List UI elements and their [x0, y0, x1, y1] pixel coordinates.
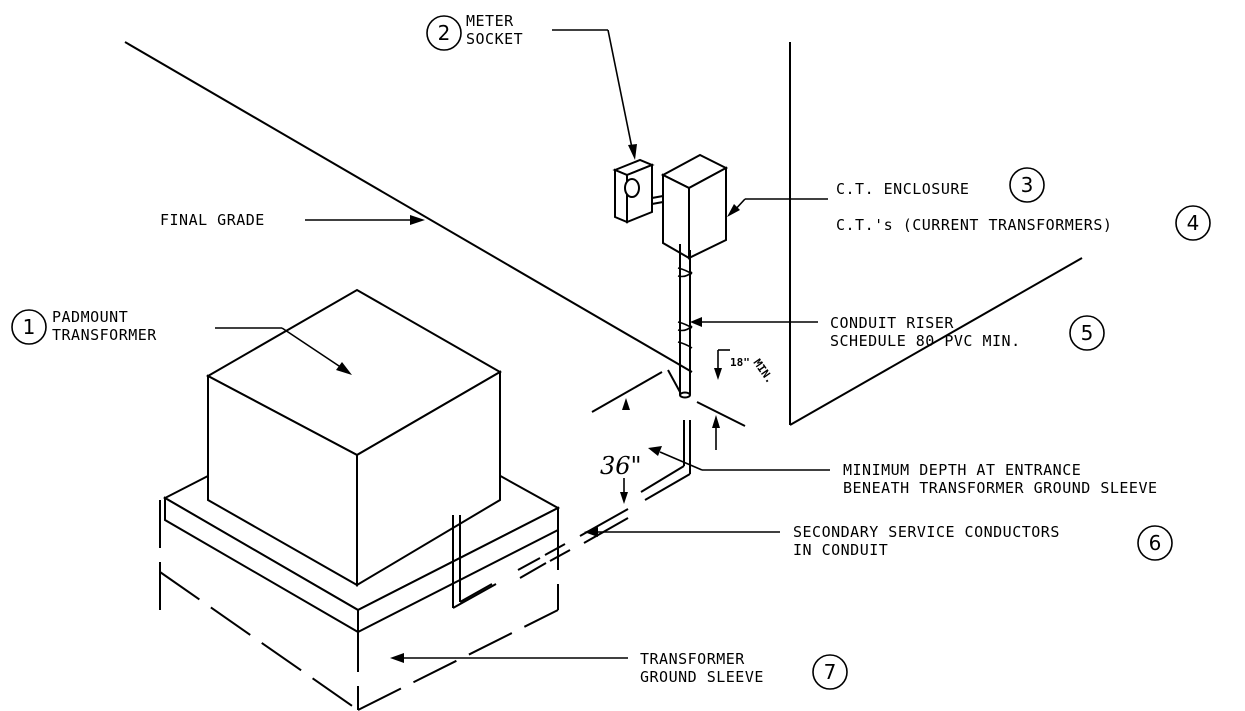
callout-3-number: 3 [1021, 173, 1034, 197]
callout-7-line-2: GROUND SLEEVE [640, 668, 764, 686]
callout-2-line-1: METER [466, 12, 514, 30]
conduit-riser [677, 244, 693, 399]
callout-7-line-1: TRANSFORMER [640, 650, 745, 668]
depth-dimension-label: 36" [600, 452, 642, 480]
callout-7: TRANSFORMER GROUND SLEEVE 7 [640, 650, 848, 690]
callout-1: 1 PADMOUNT TRANSFORMER [11, 308, 157, 345]
label-minimum-depth: MINIMUM DEPTH AT ENTRANCE BENEATH TRANSF… [843, 461, 1158, 497]
minimum-depth-line-2: BENEATH TRANSFORMER GROUND SLEEVE [843, 479, 1158, 497]
callout-2: 2 METER SOCKET [426, 12, 523, 51]
callout-7-number: 7 [824, 660, 837, 684]
callout-5: CONDUIT RISER SCHEDULE 80 PVC MIN. 5 [830, 314, 1105, 351]
callout-6-line-2: IN CONDUIT [793, 541, 888, 559]
padmount-transformer [205, 288, 503, 587]
callout-5-line-2: SCHEDULE 80 PVC MIN. [830, 332, 1021, 350]
riser-height-dimension: 18" MIN. [714, 349, 777, 386]
depth-dimension: 36" [591, 369, 746, 504]
building-wall [124, 41, 1083, 426]
callout-1-line-2: TRANSFORMER [52, 326, 157, 344]
callout-3: C.T. ENCLOSURE 3 [836, 167, 1045, 203]
callout-5-number: 5 [1081, 321, 1094, 345]
riser-dimension-suffix: MIN. [751, 357, 777, 386]
ground-sleeve-outline [159, 500, 559, 711]
meter-socket [612, 158, 664, 224]
label-final-grade: FINAL GRADE [160, 211, 265, 229]
secondary-conduit [452, 420, 691, 609]
callout-5-line-1: CONDUIT RISER [830, 314, 954, 332]
final-grade-text: FINAL GRADE [160, 211, 265, 229]
ct-enclosure [660, 153, 729, 260]
leader-lines [215, 29, 830, 663]
callout-1-number: 1 [23, 315, 36, 339]
riser-dimension-label: 18" [730, 356, 750, 369]
callout-3-text: C.T. ENCLOSURE [836, 180, 969, 198]
callout-4-text: C.T.'s (CURRENT TRANSFORMERS) [836, 216, 1112, 234]
callout-2-number: 2 [438, 21, 451, 45]
callout-1-line-1: PADMOUNT [52, 308, 128, 326]
callout-4: C.T.'s (CURRENT TRANSFORMERS) 4 [836, 205, 1211, 241]
callout-6-line-1: SECONDARY SERVICE CONDUCTORS [793, 523, 1060, 541]
callout-6-number: 6 [1149, 531, 1162, 555]
callout-4-number: 4 [1187, 211, 1200, 235]
minimum-depth-line-1: MINIMUM DEPTH AT ENTRANCE [843, 461, 1081, 479]
callout-6: SECONDARY SERVICE CONDUCTORS IN CONDUIT … [793, 523, 1173, 561]
callout-2-line-2: SOCKET [466, 30, 523, 48]
